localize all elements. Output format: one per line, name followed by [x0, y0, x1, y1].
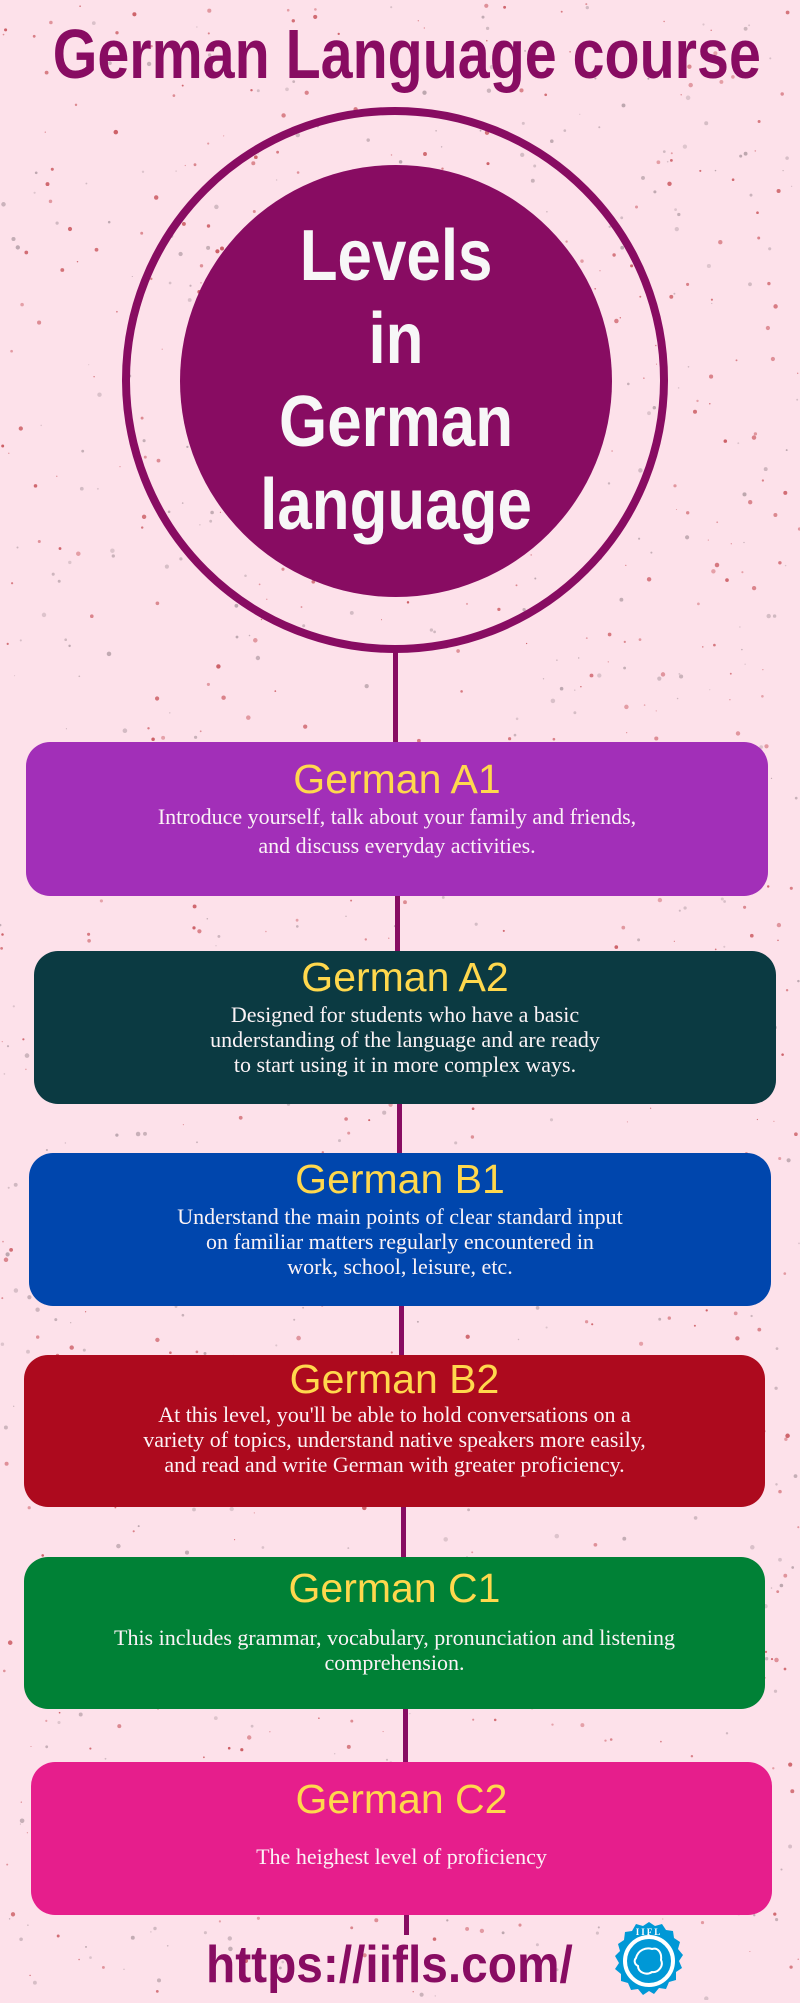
level-heading: German B1 — [295, 1156, 505, 1202]
level-heading: German A1 — [293, 756, 501, 802]
level-description: This includes grammar, vocabulary, pronu… — [114, 1625, 675, 1675]
hero-line-1: Levels — [299, 216, 493, 296]
timeline-connector — [404, 1913, 409, 1935]
website-link[interactable]: https://iifls.com/ — [206, 1932, 605, 1998]
level-card-c1: German C1 This includes grammar, vocabul… — [24, 1557, 765, 1709]
level-description: The heighest level of proficiency — [256, 1844, 547, 1869]
page-title: German Language course — [46, 15, 768, 93]
timeline-connector — [395, 893, 400, 953]
level-card-b1: German B1 Understand the main points of … — [29, 1153, 771, 1306]
level-heading: German A2 — [301, 954, 509, 1000]
hero-line-4: language — [260, 465, 532, 545]
level-card-a1: German A1 Introduce yourself, talk about… — [26, 742, 768, 896]
logo-text: IIFL — [636, 1927, 663, 1937]
level-description: Understand the main points of clear stan… — [177, 1204, 623, 1279]
level-description: At this level, you'll be able to hold co… — [143, 1402, 646, 1477]
level-card-c2: German C2 The heighest level of proficie… — [31, 1762, 772, 1915]
level-heading: German C2 — [295, 1776, 508, 1822]
hero-line-2: in — [368, 299, 424, 379]
page-title-text: German Language course — [52, 15, 762, 93]
level-description: Introduce yourself, talk about your fami… — [157, 804, 637, 858]
hero-outer-ring — [122, 107, 668, 653]
level-heading: German B2 — [289, 1356, 500, 1402]
level-card-a2: German A2 Designed for students who have… — [34, 951, 776, 1104]
timeline-connector — [399, 1304, 404, 1358]
timeline-connector — [401, 1505, 406, 1559]
timeline-connector — [403, 1707, 408, 1764]
level-description: Designed for students who have a basic u… — [210, 1002, 600, 1077]
level-card-b2: German B2 At this level, you'll be able … — [24, 1355, 765, 1507]
timeline-connector — [397, 1102, 402, 1155]
website-url[interactable]: https://iifls.com/ — [206, 1936, 573, 1994]
iifl-logo-icon: IIFL — [610, 1920, 688, 1998]
level-heading: German C1 — [288, 1565, 501, 1611]
hero-line-3: German — [278, 382, 513, 462]
timeline-connector — [393, 650, 398, 744]
hero-circle: Levels in German language — [180, 165, 612, 597]
